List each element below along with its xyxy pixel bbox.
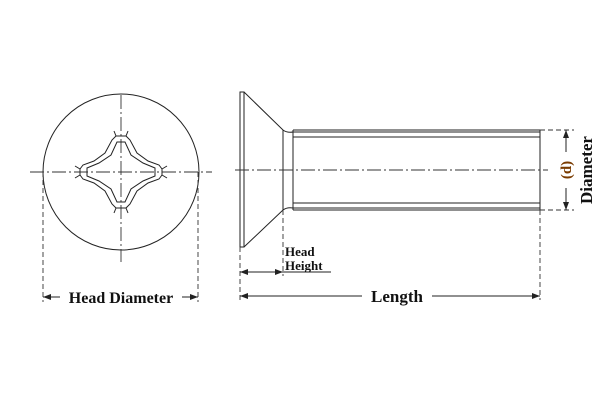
head-height-label-line1: Head: [285, 244, 315, 259]
head-face: [239, 91, 245, 248]
screw-side-view: Head Height Length (d) Diameter: [235, 91, 596, 306]
head-top-edge: [243, 91, 540, 133]
head-bottom-edge: [243, 207, 540, 248]
head-height-label-line2: Height: [285, 258, 323, 273]
head-top-view: Head Diameter: [30, 93, 212, 307]
phillips-recess-icon: [74, 130, 168, 214]
head-diameter-label: Head Diameter: [69, 290, 173, 307]
length-label: Length: [371, 287, 424, 306]
diameter-symbol: (d): [559, 161, 575, 179]
diameter-label: Diameter: [577, 136, 596, 204]
